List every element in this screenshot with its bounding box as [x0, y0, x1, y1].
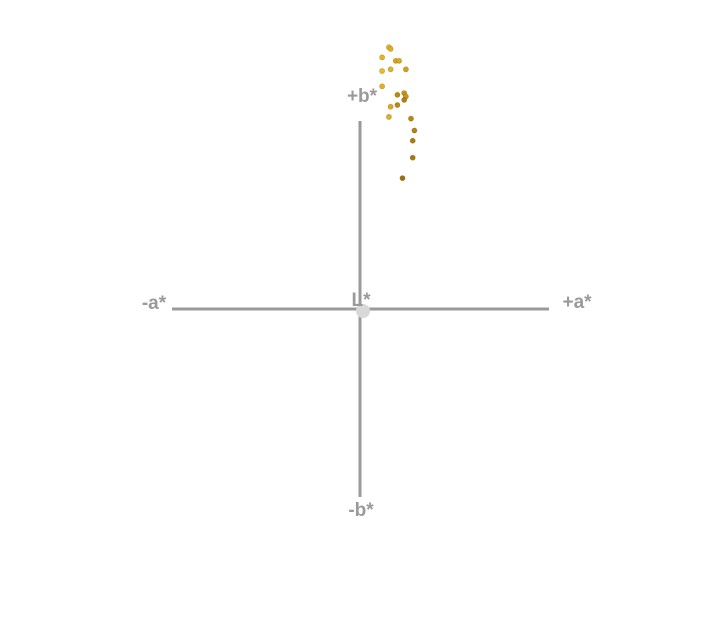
data-point — [409, 154, 416, 161]
center-marker — [356, 304, 370, 318]
data-point — [379, 83, 385, 90]
data-point — [379, 68, 385, 74]
data-point — [394, 91, 401, 98]
data-point — [396, 57, 402, 64]
data-points — [379, 44, 418, 181]
data-point — [409, 137, 416, 144]
data-point — [387, 66, 394, 73]
pos-b-axis-label: +b* — [347, 86, 378, 107]
data-point — [399, 175, 406, 181]
neg-b-axis-label: -b* — [348, 500, 374, 521]
data-point — [401, 97, 408, 103]
pos-a-axis-label: +a* — [562, 292, 592, 313]
data-point — [387, 46, 394, 52]
data-point — [387, 103, 394, 110]
data-point — [394, 102, 401, 108]
data-point — [411, 127, 418, 134]
data-point — [408, 115, 414, 122]
center-l-label: L* — [352, 290, 372, 311]
data-point — [385, 114, 392, 120]
neg-a-axis-label: -a* — [142, 293, 167, 314]
data-point — [402, 66, 409, 73]
data-point — [379, 54, 385, 61]
